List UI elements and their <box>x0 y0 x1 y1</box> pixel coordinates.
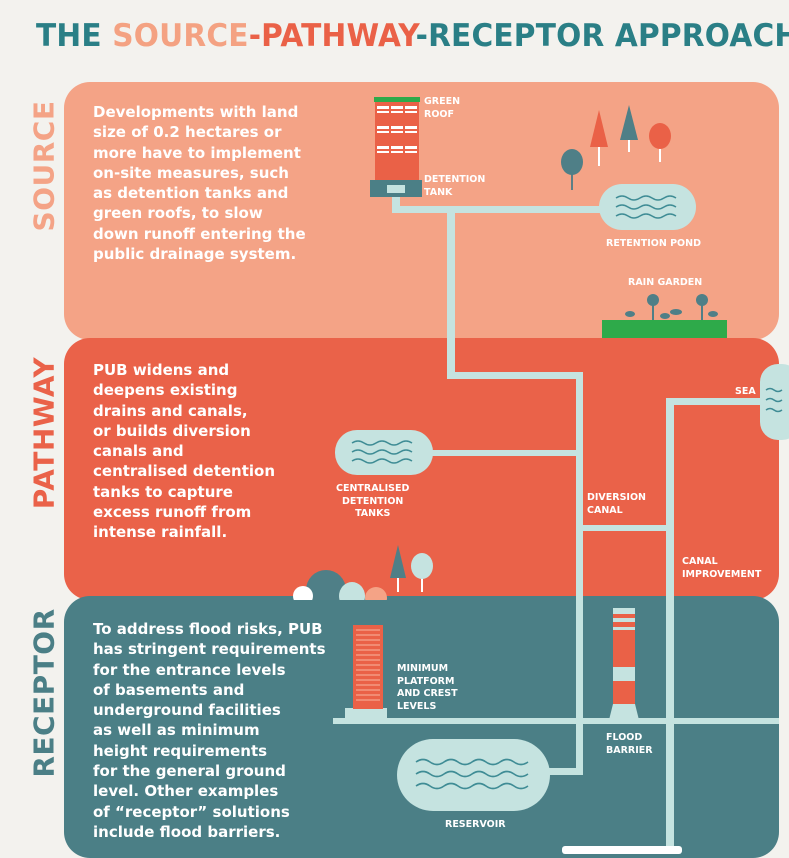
min-platform-label: MINIMUM PLATFORM AND CREST LEVELS <box>397 663 458 712</box>
receptor-description: To address flood risks, PUB has stringen… <box>93 620 326 841</box>
detention-tank-label: DETENTION TANK <box>424 174 486 198</box>
reservoir <box>397 739 550 811</box>
sea-label: SEA <box>735 386 756 397</box>
title-source-word: SOURCE <box>112 18 249 54</box>
pathway-description: PUB widens and deepens existing drains a… <box>93 361 276 542</box>
canal-improvement-label: CANAL IMPROVEMENT <box>682 556 762 580</box>
retention-pond-label: RETENTION POND <box>606 238 701 249</box>
source-trees <box>561 105 671 190</box>
green-roof-label: GREEN ROOF <box>424 96 461 120</box>
receptor-band <box>64 596 779 858</box>
drainage-pipes <box>333 189 779 848</box>
page-title: THE SOURCE-PATHWAY-RECEPTOR APPROACH <box>36 16 789 56</box>
rain-garden-label: RAIN GARDEN <box>628 277 703 288</box>
flood-barrier-label: FLOOD BARRIER <box>606 732 653 756</box>
reservoir-label: RESERVOIR <box>445 819 506 830</box>
platform-building <box>345 625 387 720</box>
rain-garden <box>602 294 727 338</box>
sea <box>760 364 789 440</box>
pathway-trees <box>293 545 433 600</box>
centralised-tanks-label: CENTRALISED DETENTION TANKS <box>336 483 410 519</box>
centralised-detention-tank <box>335 430 433 475</box>
green-roof-building <box>370 97 422 197</box>
title-pathway-word: PATHWAY <box>261 18 416 54</box>
retention-pond <box>599 184 696 230</box>
diversion-canal-label: DIVERSION CANAL <box>587 492 646 516</box>
bottom-edge-panel <box>562 846 682 854</box>
source-description: Developments with land size of 0.2 hecta… <box>93 103 306 264</box>
title-receptor-word: RECEPTOR APPROACH <box>428 18 789 54</box>
flood-barrier <box>609 608 639 720</box>
